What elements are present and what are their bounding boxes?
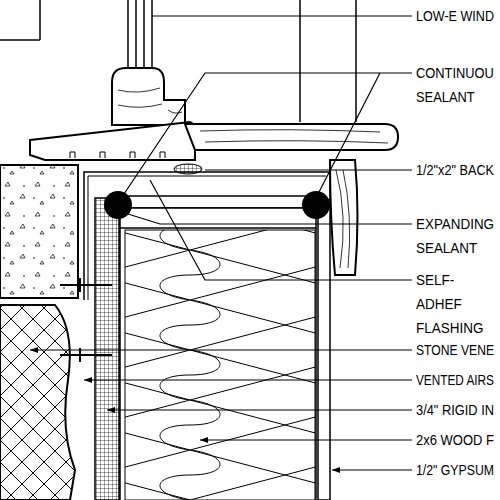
leader-lines	[30, 16, 412, 470]
callout-label: STONE VENE	[416, 340, 494, 360]
callout-label: CONTINUOU SEALANT	[416, 61, 494, 109]
apron	[330, 160, 358, 275]
sealant-bead	[104, 191, 132, 219]
callout-label: SELF-ADHEF FLASHING	[416, 268, 484, 340]
framing	[120, 208, 316, 228]
interior-stool	[185, 124, 398, 150]
stone-sill	[0, 165, 78, 298]
rigid-insulation	[95, 198, 119, 500]
callout-label: 3/4" RIGID IN	[416, 400, 494, 420]
backer-rod	[174, 164, 202, 174]
callout-label: 1/2"x2" BACK	[416, 160, 494, 180]
callout-label: 1/2" GYPSUM	[416, 460, 494, 480]
sill-plate	[120, 196, 316, 208]
callout-label: EXPANDING SEALANT	[416, 212, 494, 260]
window-sill-frame	[30, 122, 195, 160]
sealant-bead	[302, 191, 330, 219]
callout-label: VENTED AIRS	[416, 370, 494, 390]
leader-arrows	[30, 347, 340, 473]
callout-label: 2x6 WOOD F	[416, 430, 494, 450]
batt-insulation	[125, 230, 315, 500]
callout-label: LOW-E WIND	[416, 6, 494, 26]
stone-veneer	[0, 305, 75, 500]
glazing-stop	[112, 68, 185, 125]
